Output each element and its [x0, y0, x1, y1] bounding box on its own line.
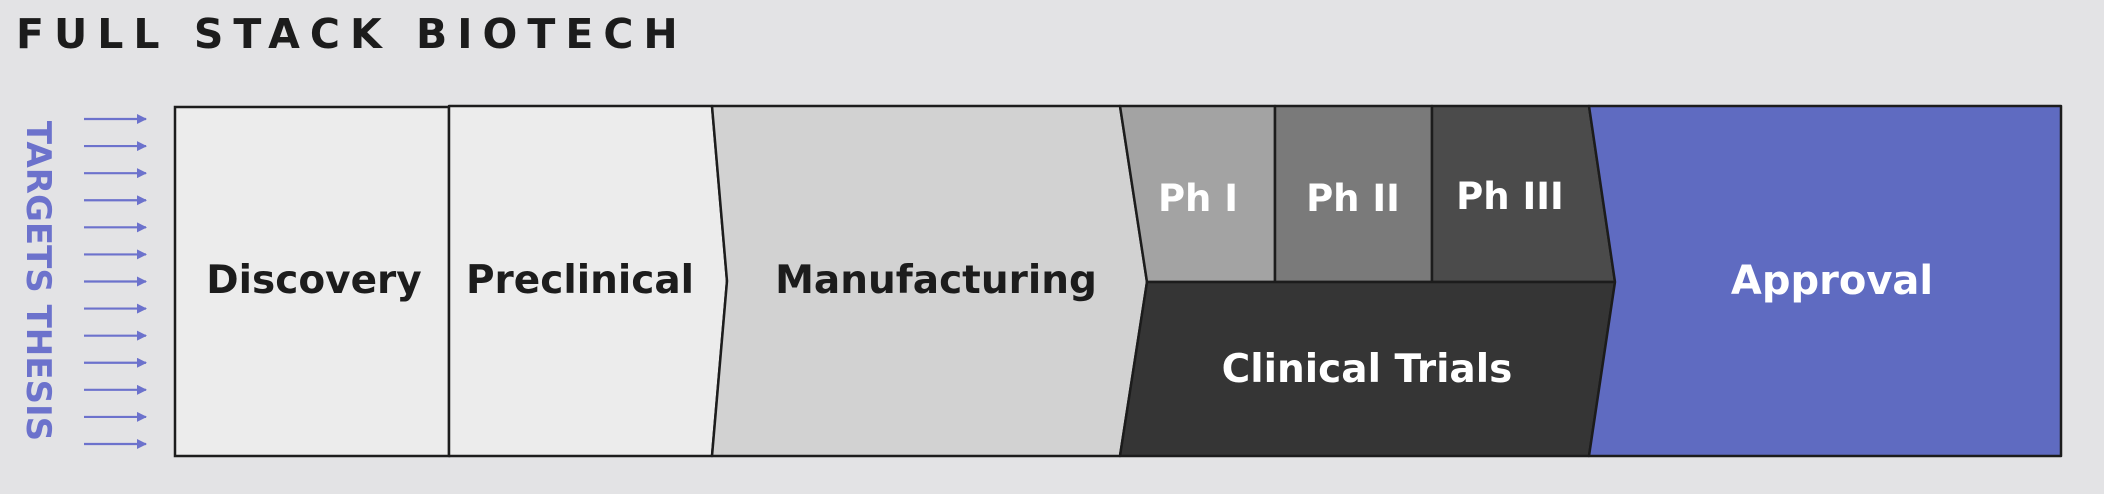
discovery-label: Discovery	[206, 258, 421, 303]
preclinical-label: Preclinical	[466, 258, 694, 303]
manufacturing-label: Manufacturing	[775, 258, 1097, 303]
phase3-label: Ph III	[1456, 175, 1564, 218]
page-title: FULL STACK BIOTECH	[16, 10, 688, 58]
approval-label: Approval	[1731, 258, 1933, 304]
phase2-label: Ph II	[1306, 177, 1400, 220]
clinical-trials-label: Clinical Trials	[1222, 347, 1513, 392]
approval-stage	[1587, 104, 2063, 458]
phase1-label: Ph I	[1158, 177, 1238, 220]
target-arrows	[84, 114, 147, 449]
discovery-stage	[173, 105, 451, 458]
